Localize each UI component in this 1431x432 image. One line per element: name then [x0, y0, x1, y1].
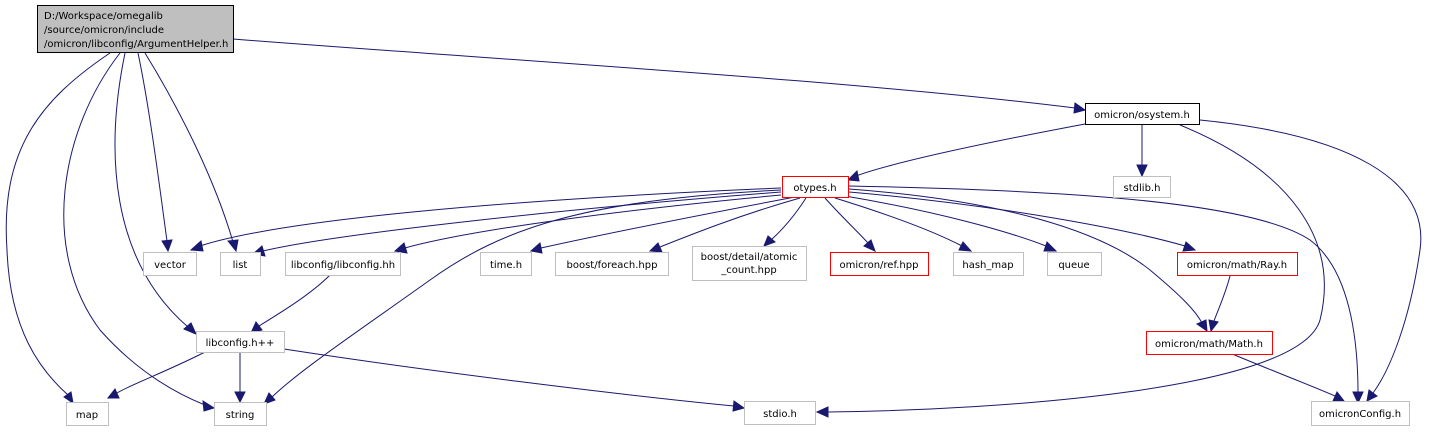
node-label: stdlib.h: [1124, 183, 1161, 194]
node-omicron-math-math-h[interactable]: omicron/math/Math.h: [1146, 331, 1273, 355]
node-label: queue: [1058, 260, 1089, 271]
edge-otypes-to-ref: [824, 197, 876, 252]
edge-libconfig-hpp-to-stdio: [283, 348, 746, 412]
node-string[interactable]: string: [214, 402, 267, 426]
node-omicron-ref-hpp[interactable]: omicron/ref.hpp: [830, 252, 929, 276]
node-label: omicron/osystem.h: [1094, 110, 1190, 121]
edge-osystem-to-otypes: [846, 123, 1086, 182]
edge-osystem-to-omicronconfig: [1199, 119, 1422, 402]
edge-root-to-list: [144, 52, 239, 253]
edge-root-to-string: [63, 52, 216, 412]
node-libconfig-libconfig-hh[interactable]: libconfig/libconfig.hh: [285, 252, 401, 276]
node-label: time.h: [490, 260, 522, 271]
node-otypes-h[interactable]: otypes.h: [782, 176, 849, 198]
node-vector[interactable]: vector: [143, 252, 197, 276]
edges: [5, 38, 1422, 418]
node-label-line-1: boost/detail/atomic: [701, 252, 798, 263]
edge-libconfig-hh-to-libconfig-hpp: [250, 274, 331, 334]
edge-osystem-to-stdio: [815, 124, 1325, 418]
node-stdlib-h[interactable]: stdlib.h: [1113, 176, 1171, 198]
node-label: vector: [154, 260, 187, 271]
edge-libconfig-hpp-to-string: [234, 353, 246, 404]
node-libconfig-h-plus-plus[interactable]: libconfig.h++: [196, 331, 285, 353]
edge-otypes-to-foreach: [648, 197, 801, 253]
edge-root-to-osystem: [232, 38, 1087, 114]
edge-root-to-vector: [137, 52, 173, 253]
node-label: libconfig.h++: [206, 338, 275, 349]
nodes: D:/Workspace/omegalib /source/omicron/in…: [37, 5, 1410, 426]
edge-root-to-map: [5, 52, 111, 405]
edge-otypes-to-time: [529, 196, 796, 254]
node-label: string: [226, 410, 255, 421]
node-label: stdio.h: [763, 409, 797, 420]
edge-math-to-omicronconfig: [1229, 352, 1346, 402]
edge-otypes-to-queue: [844, 195, 1058, 252]
node-omicron-math-ray-h[interactable]: omicron/math/Ray.h: [1177, 252, 1298, 276]
node-omicron-osystem-h[interactable]: omicron/osystem.h: [1085, 103, 1200, 125]
edge-otypes-to-string: [263, 189, 782, 405]
node-hash-map[interactable]: hash_map: [953, 252, 1024, 276]
node-label: list: [233, 260, 248, 271]
node-argumenthelper-h[interactable]: D:/Workspace/omegalib /source/omicron/in…: [37, 5, 234, 53]
edge-otypes-to-atomic: [763, 197, 807, 247]
root-line-2: /source/omicron/include: [44, 25, 164, 36]
node-omicronconfig-h[interactable]: omicronConfig.h: [1311, 401, 1410, 426]
node-stdio-h[interactable]: stdio.h: [744, 401, 816, 425]
node-label: hash_map: [962, 260, 1013, 271]
root-line-1: D:/Workspace/omegalib: [44, 11, 163, 22]
edge-ray-to-math: [1208, 275, 1231, 333]
node-boost-foreach-hpp[interactable]: boost/foreach.hpp: [555, 252, 669, 276]
edge-libconfig-hpp-to-map: [106, 351, 206, 399]
node-label-line-2: _count.hpp: [720, 265, 776, 276]
edge-otypes-to-hash-map: [834, 197, 973, 252]
edge-otypes-to-vector: [189, 187, 782, 252]
node-queue[interactable]: queue: [1047, 252, 1102, 276]
edge-otypes-to-ray: [848, 191, 1197, 252]
node-label: omicron/ref.hpp: [840, 260, 919, 271]
edge-otypes-to-omicronconfig: [848, 185, 1364, 405]
edge-otypes-to-math: [848, 188, 1208, 333]
node-label: omicron/math/Math.h: [1155, 339, 1263, 350]
edge-root-to-libconfig-hpp: [114, 52, 197, 335]
root-line-3: /omicron/libconfig/ArgumentHelper.h: [44, 39, 228, 50]
node-label: omicron/math/Ray.h: [1187, 260, 1287, 271]
edge-otypes-to-libconfig-hh: [393, 194, 782, 254]
node-boost-detail-atomic-count-hpp[interactable]: boost/detail/atomic _count.hpp: [692, 246, 807, 281]
node-time-h[interactable]: time.h: [480, 252, 532, 276]
node-label: libconfig/libconfig.hh: [291, 260, 395, 271]
edge-osystem-to-stdlib: [1136, 125, 1148, 178]
node-label: otypes.h: [793, 183, 836, 194]
node-map[interactable]: map: [66, 402, 109, 426]
node-label: omicronConfig.h: [1319, 409, 1401, 420]
node-label: map: [76, 410, 98, 421]
node-list[interactable]: list: [220, 252, 261, 276]
node-label: boost/foreach.hpp: [567, 260, 658, 271]
